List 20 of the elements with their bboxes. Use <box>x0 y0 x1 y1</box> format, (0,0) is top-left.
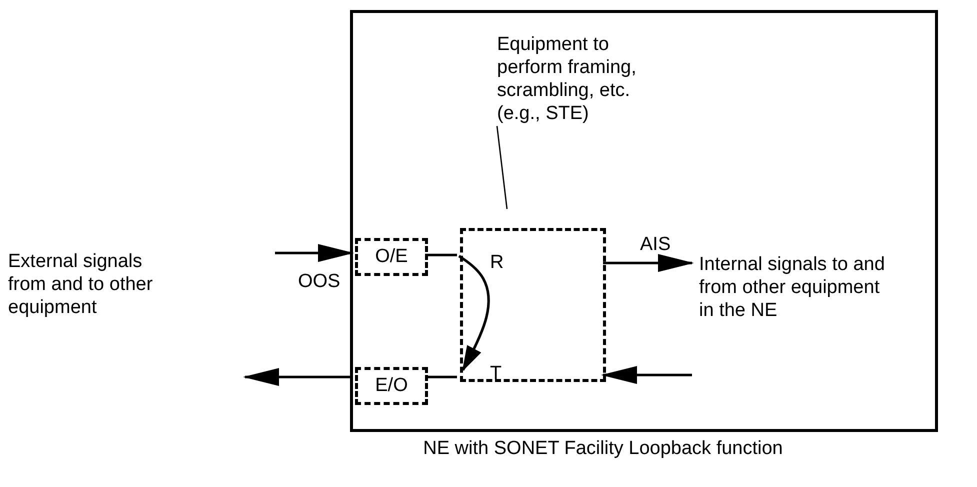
figure-caption: NE with SONET Facility Loopback function <box>422 437 784 460</box>
loopback-arrow <box>458 254 490 372</box>
port-label: T <box>490 362 503 385</box>
signal-arrow <box>601 366 692 384</box>
signal-description: Internal signals to and from other equipment in the NE <box>699 253 886 322</box>
port-label: R <box>490 251 505 274</box>
connector-line <box>425 376 457 378</box>
signal-description: External signals from and to other equipment <box>8 250 154 319</box>
converter-box <box>355 367 428 405</box>
signal-label: OOS <box>298 270 340 293</box>
signal-arrow <box>243 368 352 386</box>
signal-label: AIS <box>640 233 671 256</box>
converter-box <box>355 238 428 276</box>
signal-arrow <box>603 254 694 272</box>
converter-label: E/O <box>374 374 409 397</box>
leader-line <box>496 126 508 210</box>
callout-text: Equipment to perform framing, scrambling, etc. (e.g., STE) <box>497 33 638 125</box>
equipment-box <box>460 228 606 382</box>
converter-label: O/E <box>374 245 409 268</box>
connector-line <box>425 254 457 256</box>
